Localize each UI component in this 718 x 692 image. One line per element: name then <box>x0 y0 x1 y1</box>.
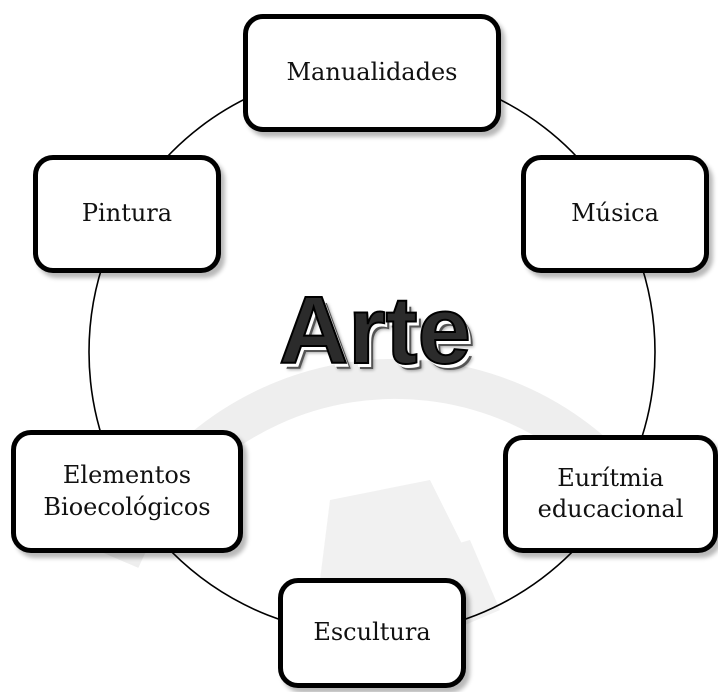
node-manualidades: Manualidades <box>243 14 501 132</box>
node-euritmia-educacional-label: Eurítmia educacional <box>537 463 684 523</box>
node-musica-label: Música <box>571 199 659 228</box>
node-elementos-bioecologicos-label: Elementos Bioecológicos <box>43 461 211 521</box>
node-pintura-label: Pintura <box>81 199 173 228</box>
node-manualidades-label: Manualidades <box>286 58 458 87</box>
node-musica: Música <box>521 155 709 273</box>
node-escultura: Escultura <box>278 578 466 688</box>
node-euritmia-educacional: Eurítmia educacional <box>503 435 718 553</box>
node-elementos-bioecologicos: Elementos Bioecológicos <box>11 430 243 553</box>
center-title-arte: Arte <box>278 277 472 384</box>
node-escultura-label: Escultura <box>313 618 431 647</box>
node-pintura: Pintura <box>33 155 221 273</box>
